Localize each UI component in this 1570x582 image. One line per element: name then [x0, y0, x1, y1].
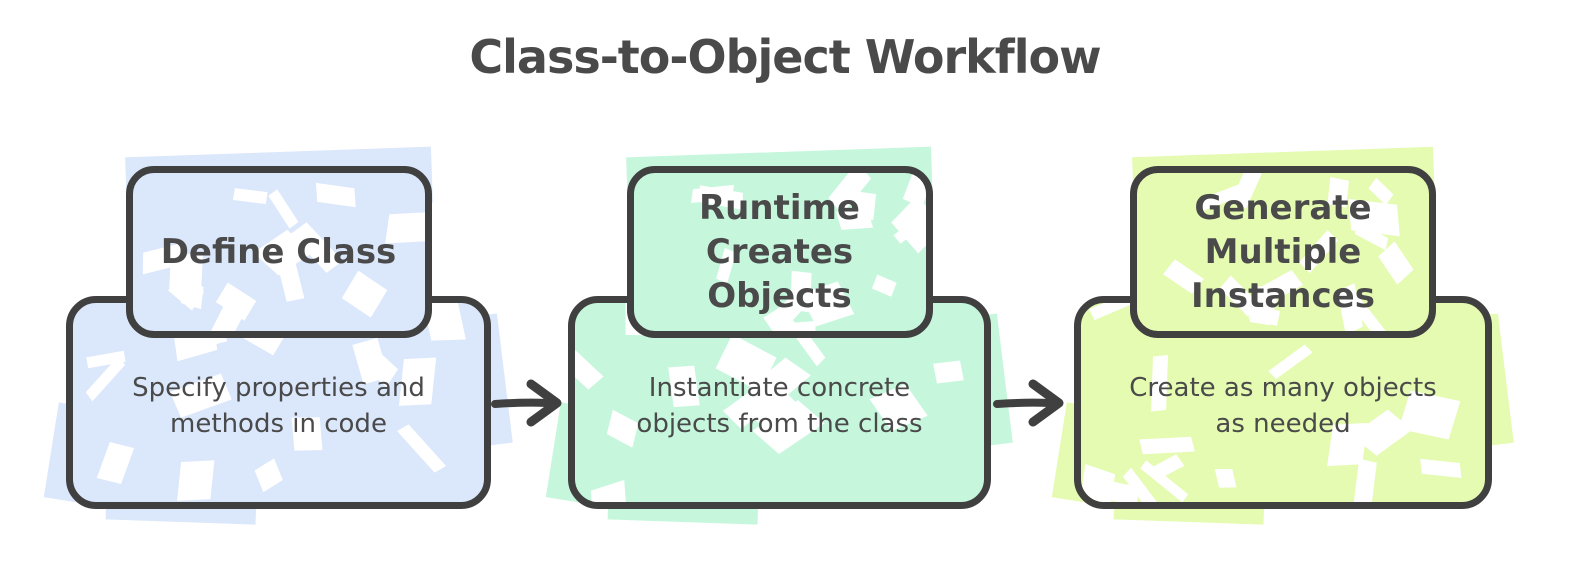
node-title: Runtime Creates Objects [699, 187, 860, 317]
node-title: Generate Multiple Instances [1191, 187, 1375, 317]
arrow-right-icon [993, 379, 1064, 427]
diagram-title: Class-to-Object Workflow [469, 30, 1101, 84]
node-define-class: Specify properties and methods in code D… [43, 146, 513, 525]
node-generate-multiple-instances: Create as many objects as needed Generat… [1051, 146, 1514, 525]
arrow-right-icon [491, 379, 562, 427]
node-header-generate-multiple-instances: Generate Multiple Instances [1130, 166, 1436, 338]
node-header-runtime-creates-objects: Runtime Creates Objects [626, 166, 933, 338]
node-description: Specify properties and methods in code [132, 372, 425, 439]
node-description: Create as many objects as needed [1129, 372, 1437, 439]
node-description: Instantiate concrete objects from the cl… [636, 372, 923, 439]
node-title: Define Class [160, 231, 397, 272]
node-runtime-creates-objects: Instantiate concrete objects from the cl… [545, 146, 1013, 525]
node-header-define-class: Define Class [125, 166, 432, 338]
